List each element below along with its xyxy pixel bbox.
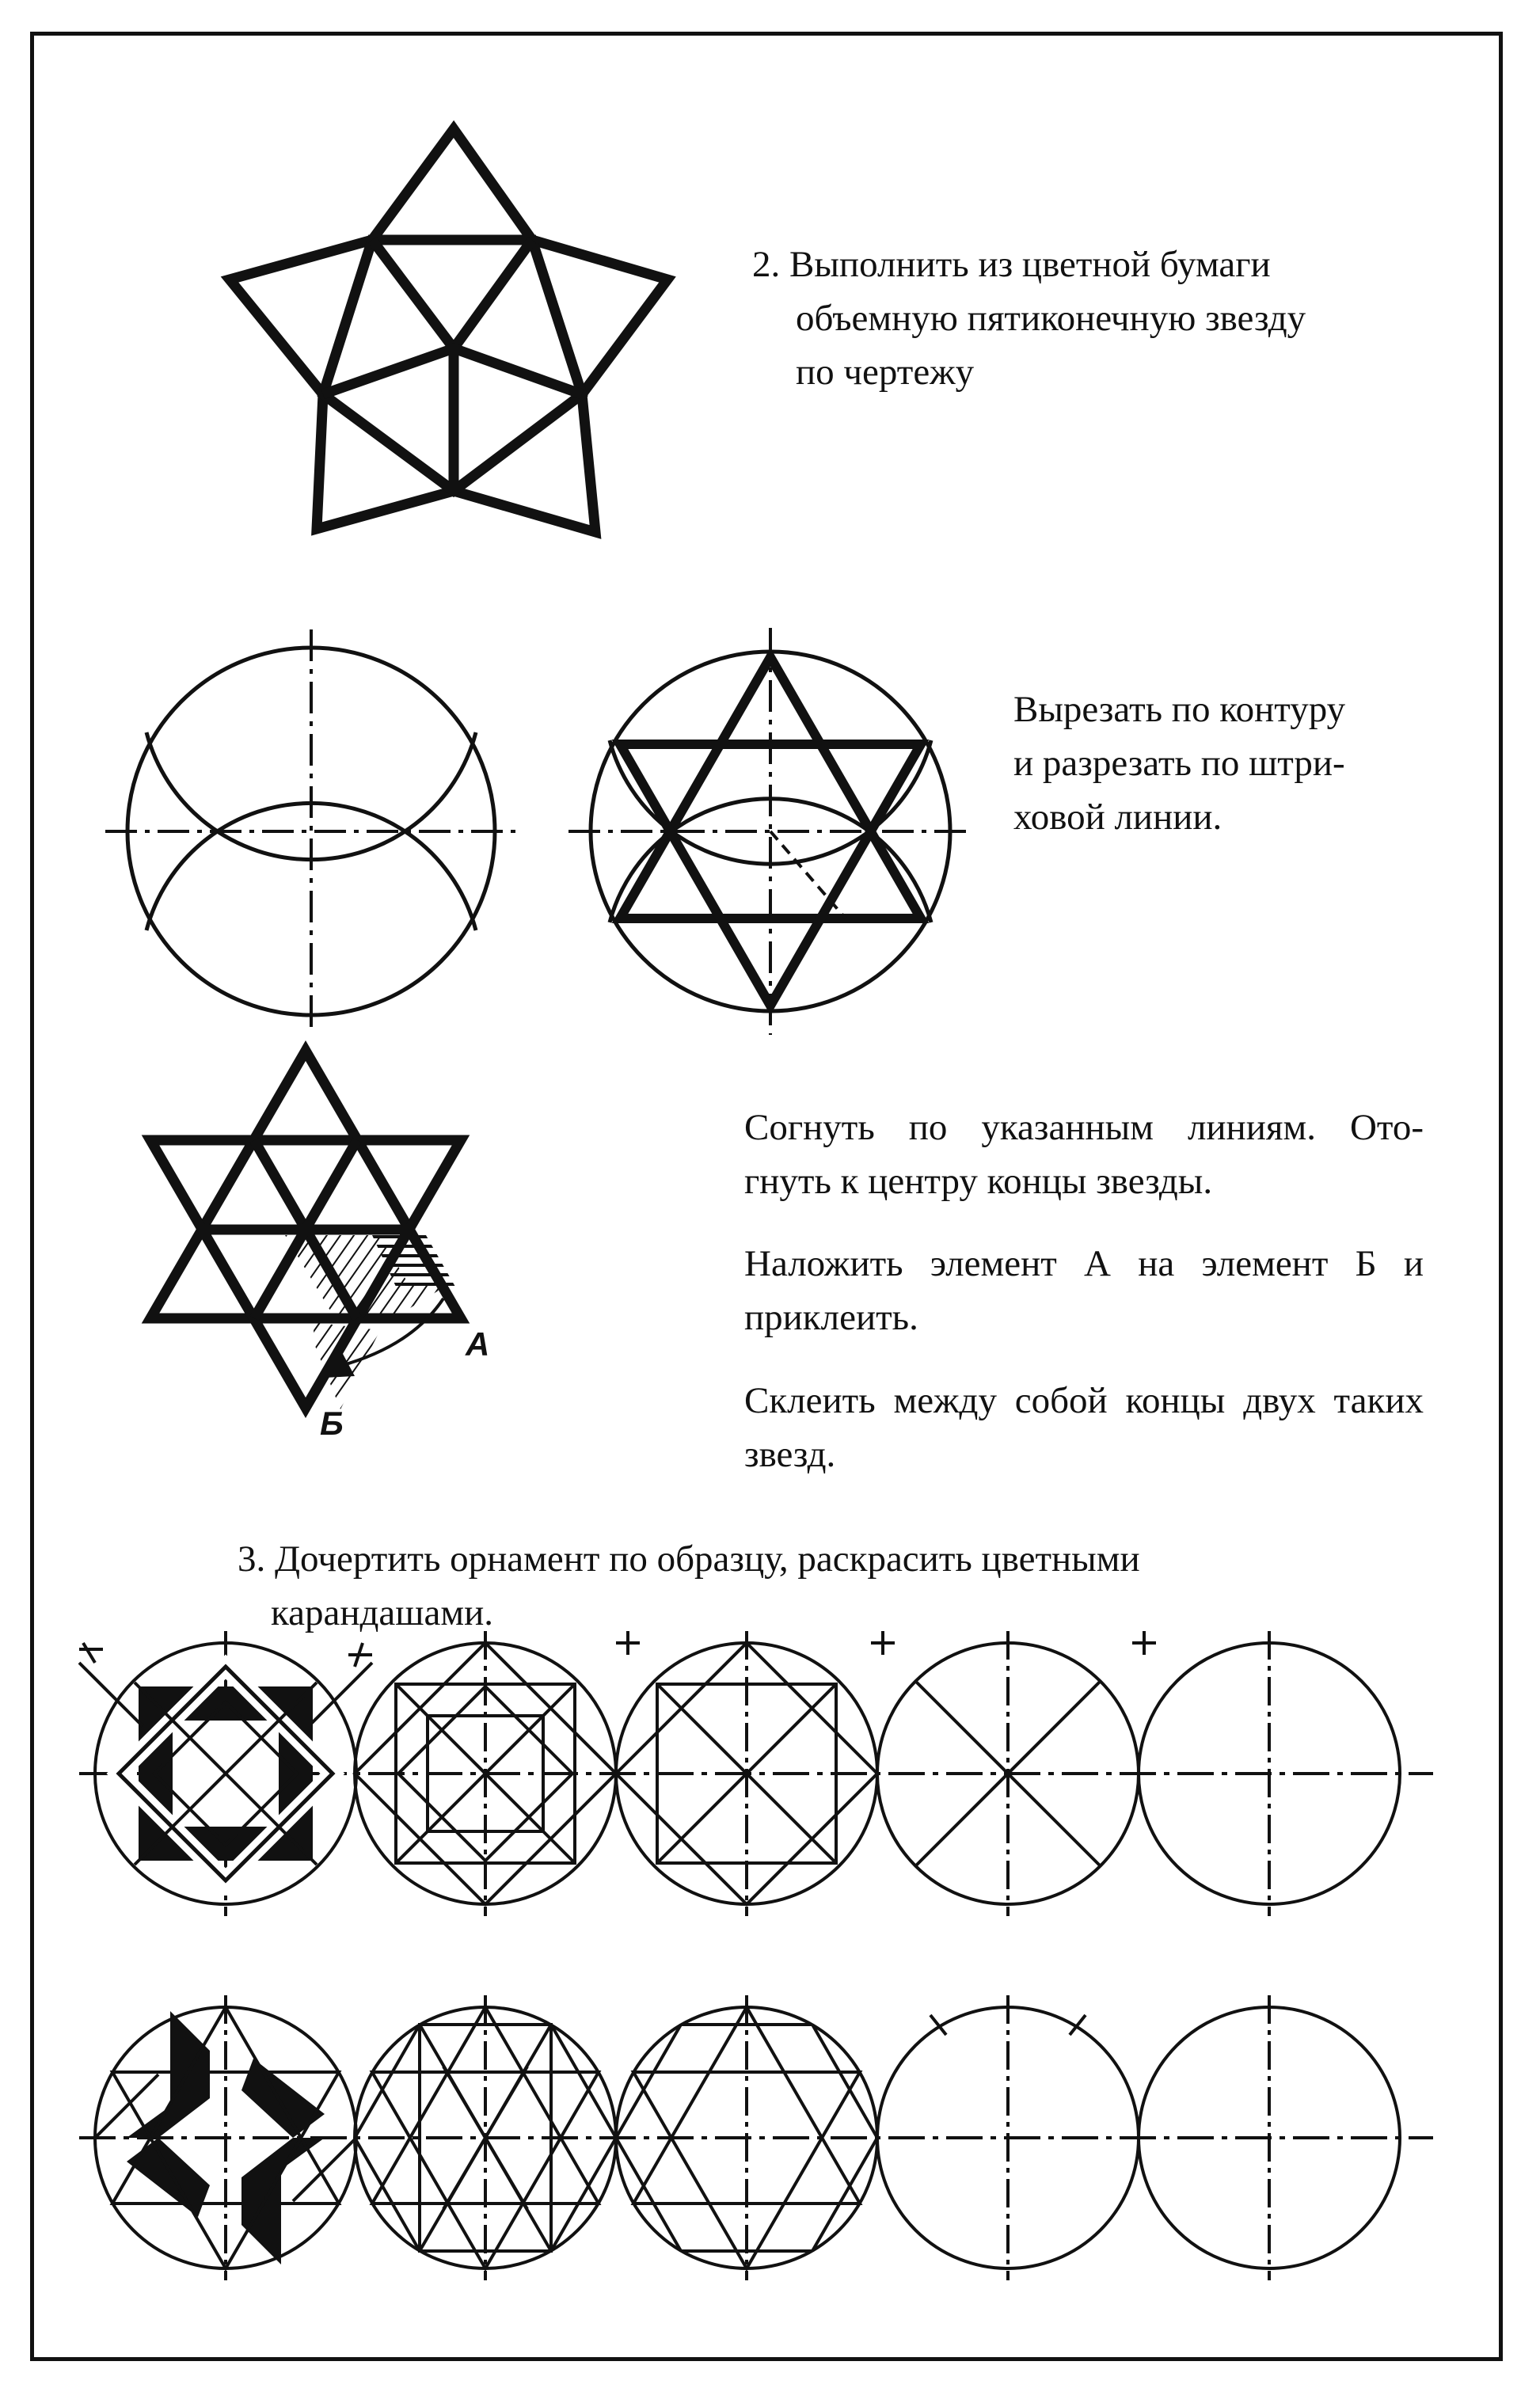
join-instruction: Склеить между собой концы двух таких зве…: [744, 1374, 1424, 1481]
section2-title: 2. Выполнить из цветной бумаги объемную …: [752, 238, 1306, 399]
ornament-sample-7: [353, 1995, 618, 2280]
ornament-row-1: [78, 1631, 1433, 1916]
glue-instruction-line: Наложить элемент А на элемент Б и: [744, 1243, 1424, 1284]
glue-instruction-line: приклеить.: [744, 1297, 918, 1338]
ornament-exercise-5: [1137, 1631, 1401, 1916]
fold-instruction-line: гнуть к центру концы звезды.: [744, 1161, 1213, 1202]
section3-title-line: 3. Дочертить орнамент по образцу, раскра…: [238, 1538, 1140, 1580]
join-instruction-line: звезд.: [744, 1434, 836, 1475]
ornament-exercise-10: [1137, 1995, 1401, 2280]
pentagram-net-figure: [220, 120, 676, 539]
label-b: Б: [320, 1405, 344, 1442]
ornament-row-2: [79, 1995, 1433, 2280]
cut-instruction-line: ховой линии.: [1013, 797, 1222, 838]
section2-title-line: объемную пятиконечную звезду: [796, 298, 1306, 339]
ornament-sample-6: [93, 1995, 358, 2280]
page-border: [30, 32, 1503, 2361]
cut-instruction-line: Вырезать по контуру: [1013, 689, 1346, 730]
label-a: А: [465, 1325, 489, 1363]
section3-title-line: карандашами.: [271, 1592, 493, 1633]
cut-instruction: Вырезать по контуру и разрезать по штри-…: [1013, 683, 1345, 844]
section3-title: 3. Дочертить орнамент по образцу, раскра…: [238, 1532, 1140, 1640]
section2-title-line: по чертежу: [796, 352, 975, 393]
join-instruction-line: Склеить между собой концы двух таких: [744, 1380, 1424, 1421]
folding-diagram-figure: [141, 1040, 470, 1418]
hexagram-construction-figure: [568, 628, 972, 1035]
fold-instruction: Согнуть по указанным линиям. Ото- гнуть …: [744, 1101, 1424, 1208]
fold-instruction-line: Согнуть по указанным линиям. Ото-: [744, 1107, 1424, 1148]
cut-instruction-line: и разрезать по штри-: [1013, 743, 1345, 784]
section2-title-line: 2. Выполнить из цветной бумаги: [752, 244, 1271, 285]
ornament-sample-1: [78, 1631, 374, 1916]
glue-instruction: Наложить элемент А на элемент Б и прикле…: [744, 1237, 1424, 1344]
circle-construction-figure: [105, 629, 517, 1033]
